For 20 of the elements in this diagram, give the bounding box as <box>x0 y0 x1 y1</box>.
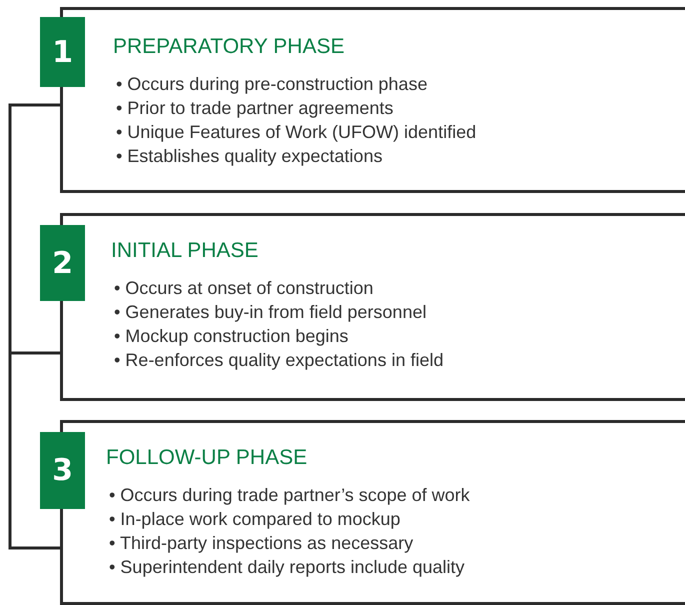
phase-title: INITIAL PHASE <box>111 238 260 264</box>
bracket-connector <box>8 104 60 354</box>
phase-title: FOLLOW-UP PHASE <box>106 445 308 471</box>
bullet-item: • Generates buy-in from field personnel <box>113 301 428 324</box>
bullet-item: • Occurs at onset of construction <box>113 277 374 300</box>
bullet-item: • Prior to trade partner agreements <box>115 97 394 120</box>
bullet-item: • Third-party inspections as necessary <box>108 532 414 555</box>
bullet-item: • Establishes quality expectations <box>115 145 384 168</box>
bullet-item: • Mockup construction begins <box>113 325 350 348</box>
bullet-item: • Occurs during trade partner’s scope of work <box>108 484 470 507</box>
bullet-item: • Occurs during pre-construction phase <box>115 73 428 96</box>
number-badge: 1 <box>40 17 85 87</box>
number-badge: 3 <box>40 432 85 509</box>
number-badge: 2 <box>40 225 85 301</box>
phase-title: PREPARATORY PHASE <box>113 34 346 60</box>
bullet-item: • Superintendent daily reports include quality <box>108 556 466 579</box>
bullet-item: • Re-enforces quality expectations in field <box>113 349 444 372</box>
bullet-item: • In-place work compared to mockup <box>108 508 402 531</box>
bullet-item: • Unique Features of Work (UFOW) identified <box>115 121 476 144</box>
bracket-connector <box>8 352 60 550</box>
